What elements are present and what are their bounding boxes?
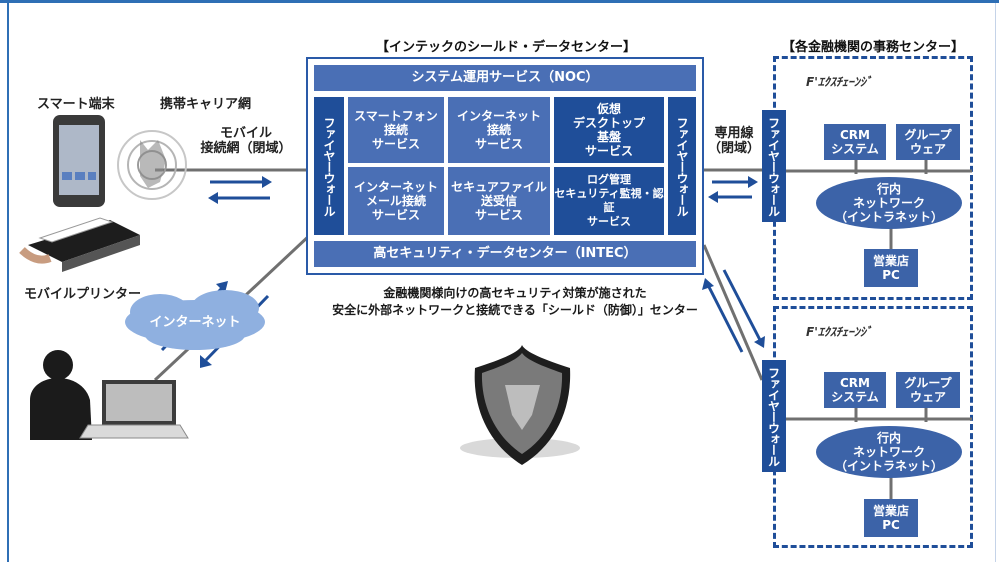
intec-center-header: 【インテックのシールド・データセンター】 [376,40,637,55]
service-smartphone: スマートフォン接続サービス [348,97,444,163]
fx-logo: F'ｴｸｽﾁｪｰﾝｼﾞ [806,75,872,89]
intec-datacenter: システム運用サービス（NOC） ファイヤーウォール スマートフォン接続サービス … [306,57,704,275]
arrow-right-icon [712,176,758,188]
service-internet-mail: インターネットメール接続サービス [348,167,444,235]
groupware: グループウェア [896,372,960,408]
firewall-left: ファイヤーウォール [314,97,344,235]
smartphone-icon [53,115,105,207]
frame-right-border [995,3,996,562]
noc-bar: システム運用サービス（NOC） [314,65,696,91]
leased-line-label: 専用線 （閉域） [707,126,760,156]
internet-cloud [125,290,265,350]
mobile-printer-icon [19,217,140,272]
arrow-up-left-icon [702,278,744,353]
frame-top-border [0,0,999,3]
mobile-network-label: モバイル 接続網（閉域） [200,126,292,156]
smart-device-label: スマート端末 [37,97,115,112]
bank-firewall-2: ファイヤーウォール [762,360,786,472]
bank-firewall-1: ファイヤーウォール [762,110,786,222]
shield-icon [460,345,580,465]
arrow-left-icon [708,191,752,203]
arrow-down-right-icon [722,269,765,348]
diagram-caption: 金融機関様向けの高セキュリティ対策が施された 安全に外部ネットワークと接続できる… [332,286,698,317]
arrow-right-icon [210,176,272,188]
carrier-network-label: 携帯キャリア網 [160,97,252,112]
service-internet: インターネット接続サービス [448,97,550,163]
arrow-left-icon [208,192,270,204]
signal-tower-icon [117,130,187,200]
bank-center-header: 【各金融機関の事務センター】 [782,40,965,55]
groupware: グループウェア [896,124,960,160]
firewall-right: ファイヤーウォール [668,97,696,235]
mobile-printer-label: モバイルプリンター [24,287,142,302]
fx-logo: F'ｴｸｽﾁｪｰﾝｼﾞ [806,325,872,339]
frame-left-border [7,3,9,562]
intec-bar: 高セキュリティ・データセンター（INTEC） [314,241,696,267]
user-at-laptop-icon [30,350,189,440]
intranet: 行内ネットワーク（イントラネット） [816,177,962,229]
service-secure-file: セキュアファイル送受信サービス [448,167,550,235]
intranet: 行内ネットワーク（イントラネット） [816,426,962,478]
service-log-management: ログ管理セキュリティ監視・認証サービス [554,167,664,235]
service-virtual-desktop: 仮想デスクトップ基盤サービス [554,97,664,163]
leased-line-2 [702,244,764,381]
